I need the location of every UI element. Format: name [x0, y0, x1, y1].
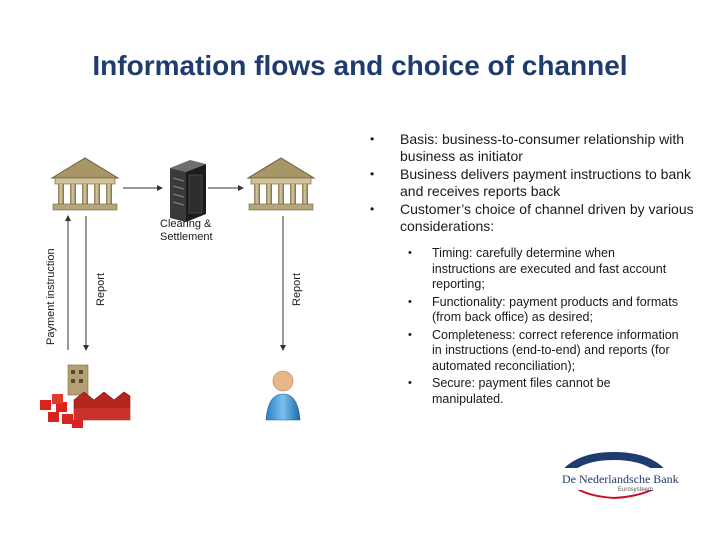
clearing-settlement-label: Clearing & Settlement: [160, 218, 213, 244]
list-item: Functionality: payment products and form…: [405, 295, 680, 326]
report-left-label: Report: [95, 273, 107, 306]
list-item: Secure: payment files cannot be manipula…: [405, 376, 680, 407]
logo-name: De Nederlandsche Bank: [562, 472, 679, 486]
list-item: Timing: carefully determine when instruc…: [405, 246, 680, 293]
bank-building-icon: [50, 157, 120, 211]
report-right-label: Report: [291, 273, 303, 306]
clearing-line-2: Settlement: [160, 231, 213, 243]
list-item: Completeness: correct reference informat…: [405, 328, 680, 375]
server-rack-icon: [170, 160, 206, 222]
bank-building-icon: [246, 157, 316, 211]
sub-bullet-list: Timing: carefully determine when instruc…: [405, 246, 680, 409]
list-item: Business delivers payment instructions t…: [365, 166, 695, 200]
list-item: Basis: business-to-consumer relationship…: [365, 131, 695, 165]
list-item: Customer’s choice of channel driven by v…: [365, 201, 695, 235]
page-title: Information flows and choice of channel: [92, 50, 628, 81]
business-factory-icon: [40, 364, 131, 428]
consumer-person-icon: [265, 370, 301, 421]
payment-instruction-label: Payment instruction: [45, 248, 57, 345]
clearing-line-1: Clearing &: [160, 218, 212, 230]
main-bullet-list: Basis: business-to-consumer relationship…: [365, 131, 695, 236]
logo-subtitle: Eurosysteem: [618, 487, 654, 493]
dnb-logo-icon: [556, 451, 688, 500]
